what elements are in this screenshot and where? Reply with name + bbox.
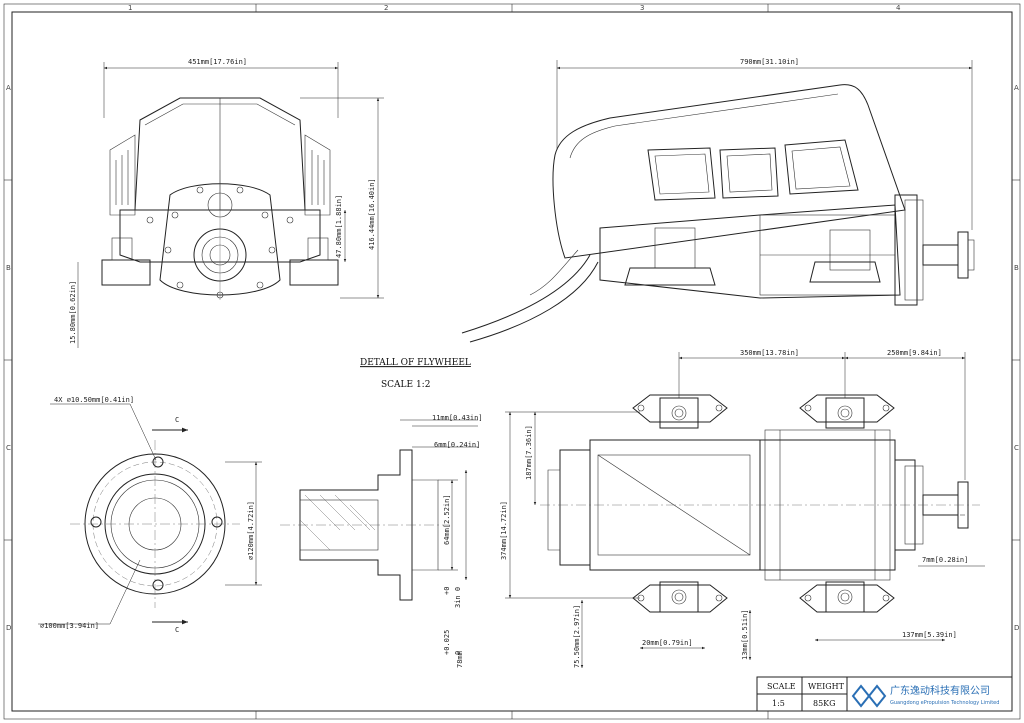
dim-top-spacing: 350mm[13.78in] — [740, 349, 799, 357]
dim-top-bolt: 13mm[0.51in] — [741, 609, 749, 660]
dim-front-width: 451mm[17.76in] — [188, 58, 247, 66]
front-dimensions: 451mm[17.76in] 416.44mm[16.40in] 47.80mm… — [69, 58, 384, 348]
top-dimensions: 350mm[13.78in] 250mm[9.84in] 374mm[14.72… — [500, 349, 985, 668]
dim-top-height: 374mm[14.72in] — [500, 501, 508, 560]
flywheel-section-view: 11mm[0.43in] 6mm[0.24in] 64mm[2.52in] +0… — [280, 414, 483, 668]
dim-section-tol-lower: +0.025 — [443, 630, 451, 655]
dim-section-step: 6mm[0.24in] — [434, 441, 480, 449]
dim-section-flange: 11mm[0.43in] — [432, 414, 483, 422]
top-view — [540, 394, 980, 613]
dim-section-tol-lower-in: 0 — [454, 651, 462, 655]
zone-top-3: 3 — [640, 4, 644, 12]
detail-scale: SCALE 1:2 — [381, 380, 430, 390]
flywheel-face-view: C C 4X ∅10.50mm[0.41in] ∅100mm[3.94in] ∅… — [38, 396, 262, 634]
zone-top-1: 1 — [128, 4, 132, 12]
side-view — [461, 84, 975, 343]
detail-title: DETALL OF FLYWHEEL — [360, 358, 471, 368]
title-weight-value: 85KG — [813, 699, 836, 708]
dim-top-right: 137mm[5.39in] — [902, 631, 957, 639]
title-scale-label: SCALE — [767, 682, 796, 691]
zone-top-2: 2 — [384, 4, 388, 12]
company-name-en: Guangdong ePropulsion Technology Limited — [890, 700, 999, 706]
dim-front-partial: 47.80mm[1.88in] — [335, 195, 343, 258]
dim-side-length: 790mm[31.10in] — [740, 58, 799, 66]
dim-flywheel-od: ∅100mm[3.94in] — [40, 622, 99, 630]
dim-top-shaft-offset: 7mm[0.28in] — [922, 556, 968, 564]
zone-side-a: A — [6, 84, 11, 92]
zone-side-b-right: B — [1014, 264, 1019, 272]
company-name-cn: 广东逸动科技有限公司 — [890, 684, 990, 697]
zone-top-4: 4 — [896, 4, 901, 12]
dim-front-height: 416.44mm[16.40in] — [368, 178, 376, 250]
dim-top-mid: 187mm[7.36in] — [525, 425, 533, 480]
detail-heading: DETALL OF FLYWHEEL SCALE 1:2 — [360, 358, 471, 390]
company-logo-icon — [851, 684, 887, 708]
dim-flywheel-holes: 4X ∅10.50mm[0.41in] — [54, 396, 134, 404]
zone-side-c: C — [6, 444, 11, 452]
dim-section-bore: 64mm[2.52in] — [443, 494, 451, 545]
sheet-border: 1 2 3 4 A B C D A B C D — [3, 3, 1021, 720]
zone-side-d-right: D — [1014, 624, 1019, 632]
zone-side-b: B — [6, 264, 11, 272]
dim-section-tol-upper: +0 — [443, 587, 451, 595]
dim-top-bolt-spacing: 20mm[0.79in] — [642, 639, 693, 647]
title-scale-value: 1:5 — [772, 699, 785, 708]
zone-side-a-right: A — [1014, 84, 1019, 92]
zone-side-c-right: C — [1014, 444, 1019, 452]
dim-front-base: 15.80mm[0.62in] — [69, 281, 77, 344]
dim-top-bottom-left: 75.50mm[2.97in] — [573, 605, 581, 668]
dim-flywheel-pcd: ∅120mm[4.72in] — [247, 501, 255, 560]
dim-section-bore2: 78mm — [456, 651, 464, 668]
title-block: SCALE WEIGHT 1:5 85KG 广东逸动科技有限公司 Guangdo… — [756, 676, 1013, 712]
side-dimensions: 790mm[31.10in] — [556, 58, 973, 230]
title-weight-label: WEIGHT — [808, 682, 845, 691]
dim-section-tol-upper-in: 3in 0 — [454, 587, 462, 608]
zone-side-d: D — [6, 624, 11, 632]
front-view — [101, 97, 339, 300]
section-mark-bottom: C — [175, 626, 179, 634]
section-mark-top: C — [175, 416, 179, 424]
dim-top-shaft: 250mm[9.84in] — [887, 349, 942, 357]
